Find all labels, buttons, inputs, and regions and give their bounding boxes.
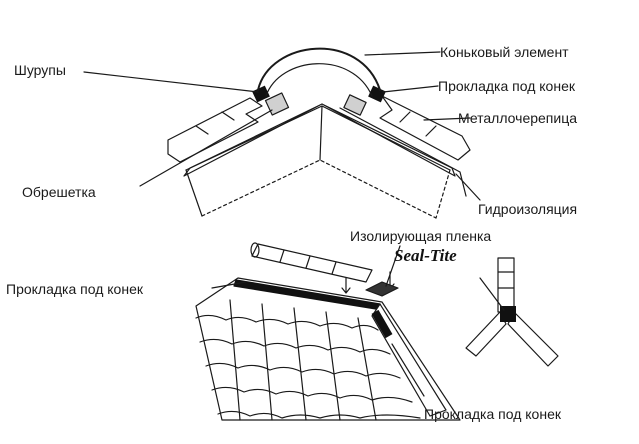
right-metal-tile (379, 95, 471, 161)
y-joint-top-arm (497, 257, 515, 313)
roof-outline (195, 277, 461, 421)
left-tile-step-1 (195, 125, 209, 135)
tile-row-4 (211, 386, 413, 403)
gable-left-edge (185, 169, 203, 217)
tile-joints-1 (229, 299, 377, 421)
label-brand-sealtite: Seal-Tite (394, 246, 457, 265)
label-ridge-gasket-top: Прокладка под конек (438, 78, 575, 94)
label-metal-tile: Металлочерепица (458, 110, 578, 126)
ridge-cylinder-ribs (279, 249, 337, 275)
tile-row-3 (205, 362, 401, 379)
right-batten (343, 94, 367, 116)
right-tile-step-2 (425, 125, 437, 137)
label-waterproofing: Гидроизоляция (478, 201, 578, 217)
ridge-cylinder-end (250, 242, 260, 258)
ridge-gasket-strip (233, 279, 383, 311)
sealtite-film-patch (365, 281, 399, 297)
ridge-element-arch (257, 47, 381, 91)
tile-row-2 (199, 338, 391, 355)
leader-ridge-gasket-left (211, 281, 247, 289)
gable-bottom (201, 159, 437, 219)
hip-gasket (371, 309, 393, 339)
right-ridge-gasket (368, 85, 386, 103)
right-tile-step-1 (399, 111, 411, 123)
leader-waterproofing (455, 173, 481, 201)
tile-row-5 (217, 410, 421, 419)
gable-right-edge (435, 169, 451, 219)
left-ridge-gasket (252, 85, 270, 103)
ridge-cross-section (167, 47, 471, 219)
leader-ridge-element (364, 51, 441, 56)
left-tile-step-2 (221, 111, 235, 121)
label-insulating-film: Изолирующая пленка (350, 228, 492, 244)
ridge-element-arch-inner (265, 63, 373, 97)
tile-row-1 (195, 314, 379, 331)
leader-ridge-gasket-top (382, 85, 439, 93)
right-rafter (321, 103, 456, 177)
label-ridge-gasket-left: Прокладка под конек (6, 281, 143, 297)
left-metal-tile (167, 97, 263, 163)
down-arrow-left (341, 277, 351, 294)
waterproofing-membrane (339, 107, 467, 197)
label-screws: Шурупы (14, 62, 66, 78)
left-batten (264, 92, 290, 116)
y-joint-top-ribs (497, 271, 515, 289)
leader-screws (83, 71, 259, 93)
leader-metal-tile (423, 117, 471, 121)
label-ridge-gasket-bottom: Прокладка под конек (424, 406, 561, 422)
y-joint (465, 257, 559, 367)
leader-ridge-gasket-bottom (391, 343, 425, 397)
leader-insulating-film (385, 245, 401, 287)
leader-batten (139, 109, 273, 187)
left-rafter (183, 103, 323, 177)
gable-center-edge (319, 105, 323, 161)
ridge-cylinder (251, 243, 373, 283)
label-ridge-element: Коньковый элемент (440, 44, 569, 60)
roof-perspective (195, 242, 461, 421)
leader-insulating-film-y (479, 277, 505, 311)
label-batten: Обрешетка (22, 184, 96, 200)
